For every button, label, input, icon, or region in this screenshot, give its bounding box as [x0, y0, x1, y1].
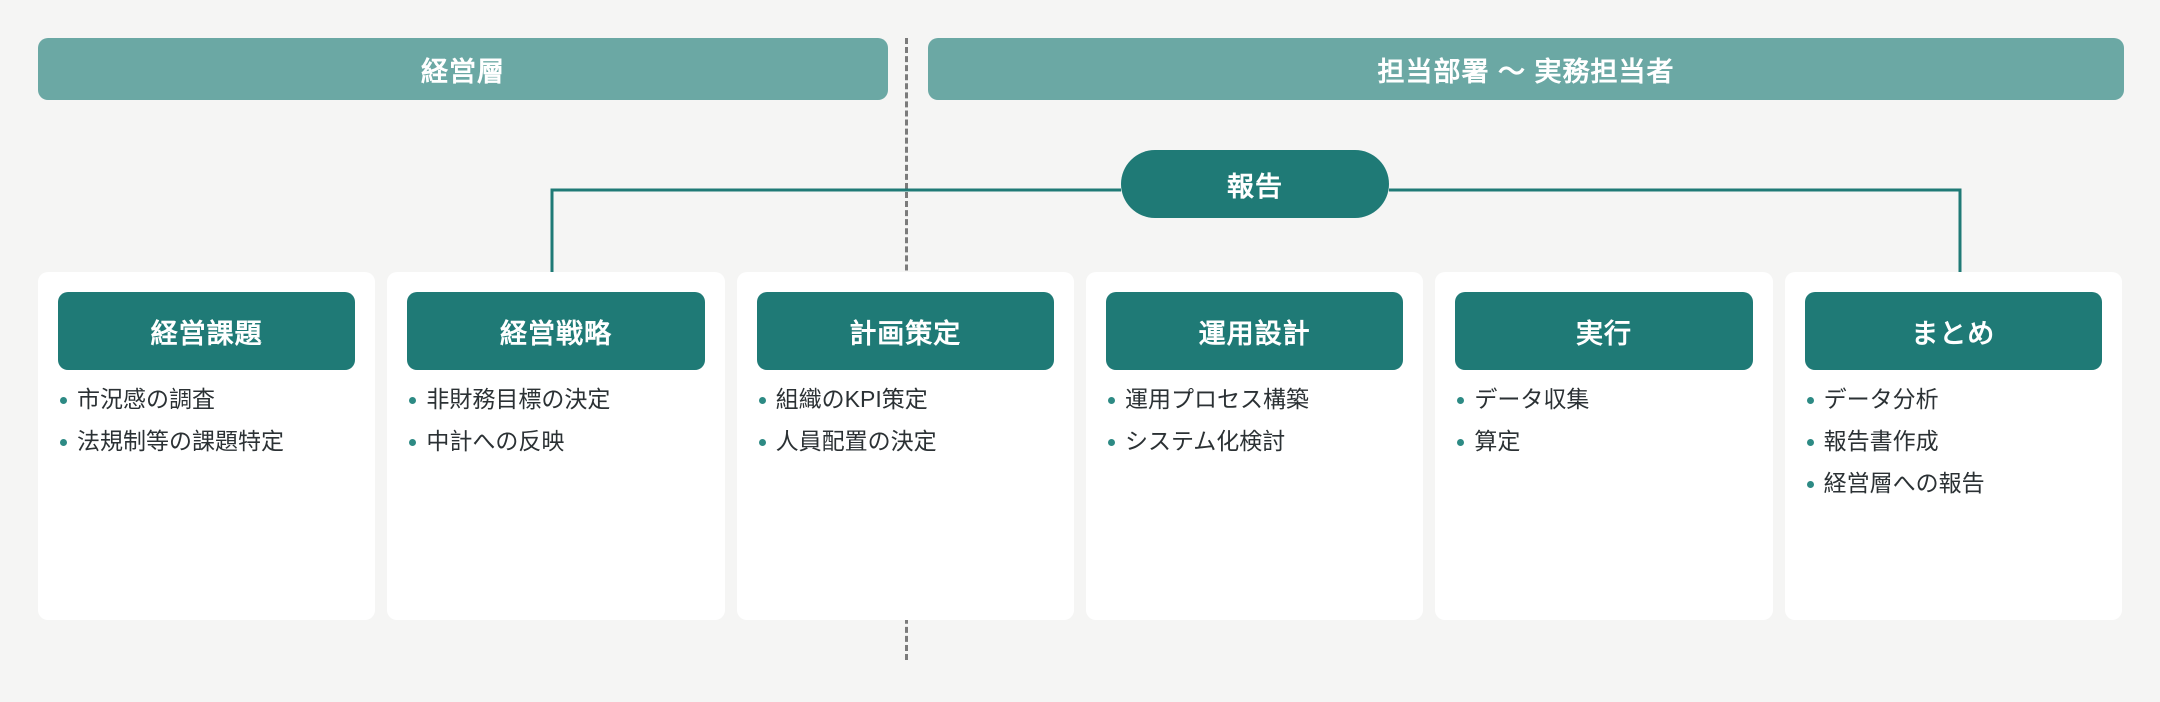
bullet-label: 経営層への報告 [1823, 469, 1985, 496]
bullet-label: データ分析 [1823, 386, 1939, 412]
bullet-label: データ収集 [1474, 386, 1590, 412]
bullet-label: 報告書作成 [1823, 427, 1939, 454]
stage-card-bullet-list: データ収集 算定 [1455, 382, 1752, 466]
stage-card-title: 計画策定 [756, 292, 1054, 370]
bullet-dot-icon [409, 438, 417, 446]
bullet-dot-icon [409, 397, 417, 404]
bullet-dot-icon [60, 397, 67, 404]
bullet-dot-icon [1806, 397, 1814, 404]
lane-header-management: 経営層 [38, 38, 888, 100]
stage-card[interactable]: まとめ データ分析 報告書作成 経営層への報告 [1784, 272, 2122, 620]
bullet-label: 法規制等の課題特定 [77, 427, 284, 454]
list-item: 組織のKPI策定 [757, 382, 1054, 417]
report-badge-label: 報告 [1227, 171, 1283, 202]
stage-card-bullet-list: 組織のKPI策定 人員配置の決定 [757, 382, 1054, 466]
list-item: 運用プロセス構築 [1106, 382, 1403, 417]
stage-card[interactable]: 実行 データ収集 算定 [1435, 272, 1773, 620]
bullet-label: 非財務目標の決定 [426, 386, 611, 412]
list-item: 経営層への報告 [1805, 466, 2102, 501]
stage-card-title: 経営戦略 [407, 292, 705, 370]
bullet-label: 組織のKPI策定 [775, 386, 928, 412]
bullet-dot-icon [1457, 438, 1465, 446]
list-item: データ収集 [1455, 382, 1752, 417]
bullet-dot-icon [1806, 438, 1814, 446]
stage-card-bullet-list: 運用プロセス構築 システム化検討 [1106, 382, 1403, 466]
bullet-label: 人員配置の決定 [775, 427, 937, 454]
bullet-dot-icon [60, 438, 67, 446]
bullet-label: 運用プロセス構築 [1124, 386, 1309, 412]
bullet-dot-icon [1107, 438, 1115, 446]
list-item: 中計への反映 [407, 424, 704, 459]
bullet-label: 市況感の調査 [77, 386, 215, 412]
stage-card-bullet-list: 市況感の調査 法規制等の課題特定 [58, 382, 355, 466]
bullet-dot-icon [1457, 397, 1465, 404]
list-item: 市況感の調査 [58, 382, 355, 417]
stage-card[interactable]: 運用設計 運用プロセス構築 システム化検討 [1085, 272, 1424, 620]
list-item: データ分析 [1805, 382, 2102, 417]
lane-header-department: 担当部署 〜 実務担当者 [928, 38, 2124, 100]
stage-card-bullet-list: 非財務目標の決定 中計への反映 [407, 382, 704, 466]
bullet-dot-icon [1107, 397, 1115, 404]
stage-card-row: 経営課題 市況感の調査 法規制等の課題特定 経営戦略 非財務目標の決定 [38, 272, 2122, 620]
bullet-dot-icon [758, 397, 766, 404]
stage-card[interactable]: 経営課題 市況感の調査 法規制等の課題特定 [38, 272, 376, 620]
list-item: 法規制等の課題特定 [58, 424, 355, 459]
list-item: システム化検討 [1106, 424, 1403, 459]
stage-card-title: 運用設計 [1105, 292, 1404, 370]
list-item: 報告書作成 [1805, 424, 2102, 459]
bullet-dot-icon [1806, 480, 1814, 488]
list-item: 算定 [1455, 424, 1752, 459]
stage-card-title: 実行 [1455, 292, 1753, 370]
stage-card-title: まとめ [1804, 292, 2102, 370]
stage-card[interactable]: 計画策定 組織のKPI策定 人員配置の決定 [736, 272, 1074, 620]
list-item: 非財務目標の決定 [407, 382, 704, 417]
bullet-label: 算定 [1474, 427, 1521, 454]
stage-card-title: 経営課題 [58, 292, 356, 370]
stage-card-bullet-list: データ分析 報告書作成 経営層への報告 [1805, 382, 2102, 508]
bullet-label: システム化検討 [1124, 427, 1286, 454]
stage-card[interactable]: 経営戦略 非財務目標の決定 中計への反映 [387, 272, 725, 620]
list-item: 人員配置の決定 [757, 424, 1054, 459]
bullet-dot-icon [758, 438, 766, 446]
report-badge: 報告 [1121, 150, 1389, 218]
bullet-label: 中計への反映 [426, 427, 565, 454]
